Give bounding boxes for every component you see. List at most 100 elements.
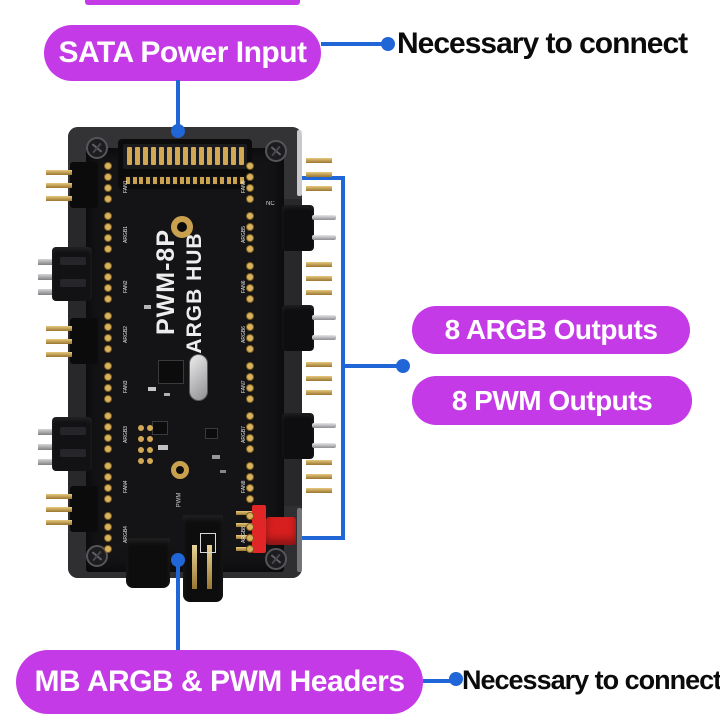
argb-pin-pad <box>104 412 112 420</box>
argb-pin-pad <box>246 434 254 442</box>
solder-dot <box>147 436 153 442</box>
sata-pin <box>231 147 236 165</box>
fan-header-small <box>70 162 98 208</box>
solder-dot <box>138 436 144 442</box>
fan-socket-large <box>282 413 314 459</box>
sata-pad <box>132 177 137 184</box>
cropped-label-strip <box>85 0 300 5</box>
screw <box>86 137 108 159</box>
argb-pin-pad <box>104 323 112 331</box>
silkscreen-port-label: ARGB1 <box>123 226 129 243</box>
header-pin <box>38 289 52 295</box>
header-pin <box>312 443 336 448</box>
sata-pin <box>127 147 132 165</box>
header-pin <box>46 352 72 357</box>
passive-component <box>148 387 156 391</box>
argb-pin-pad <box>104 495 112 503</box>
socket-slot <box>60 279 86 287</box>
screw <box>86 545 108 567</box>
leader-dot-bottom <box>449 672 463 686</box>
solder-dot <box>147 447 153 453</box>
silkscreen-port-label: ARGB8 <box>241 526 247 543</box>
header-pin <box>38 259 52 265</box>
argb-pin-pad <box>246 312 254 320</box>
silkscreen-port-label: ARGB7 <box>241 426 247 443</box>
argb-pin-pad <box>246 445 254 453</box>
argb-pin-pad <box>104 273 112 281</box>
argb-pin-pad <box>246 345 254 353</box>
sata-pad <box>219 177 224 184</box>
argb-pin-pad <box>246 334 254 342</box>
argb-pin-pad <box>246 284 254 292</box>
argb-pin-pad <box>104 345 112 353</box>
argb-pin-pad <box>104 312 112 320</box>
silkscreen-port-label: ARGB3 <box>123 426 129 443</box>
fan-socket-large <box>282 205 314 251</box>
sata-pad <box>146 177 151 184</box>
bracket-vertical <box>341 176 345 540</box>
sata-pin <box>199 147 204 165</box>
bracket-middle-horizontal <box>341 364 399 368</box>
header-pin <box>46 520 72 525</box>
leader-line-top-horizontal <box>321 42 383 46</box>
solder-dot <box>138 425 144 431</box>
argb-pin-pad <box>246 523 254 531</box>
argb-pin-pad <box>104 445 112 453</box>
sata-pin-slot <box>123 144 247 169</box>
silkscreen-port-label: FAN4 <box>123 480 129 493</box>
note-bottom: Necessary to connect <box>462 665 720 695</box>
argb-pin-pad <box>246 162 254 170</box>
argb-pin-pad <box>104 262 112 270</box>
argb-pin-pad <box>104 195 112 203</box>
argb-pin-pad <box>104 295 112 303</box>
screw <box>265 548 287 570</box>
argb-pin-pad <box>246 373 254 381</box>
header-pin <box>38 459 52 465</box>
callout-pwm-outputs-label: 8 PWM Outputs <box>451 384 653 416</box>
argb-pin-pad <box>246 423 254 431</box>
note-top: Necessary to connect <box>397 27 688 60</box>
argb-pin-pad <box>104 545 112 553</box>
sata-pad <box>226 177 231 184</box>
argb-pin-pad <box>246 484 254 492</box>
board-top-dot <box>171 124 185 138</box>
sata-pin <box>215 147 220 165</box>
solder-dot <box>147 425 153 431</box>
fan-socket-large <box>282 305 314 351</box>
argb-pin-pad <box>246 412 254 420</box>
passive-component <box>212 455 220 459</box>
sata-pad <box>139 177 144 184</box>
sata-pin <box>191 147 196 165</box>
argb-pin-pad <box>246 534 254 542</box>
header-pin <box>306 172 332 177</box>
plate-edge-highlight-bottom <box>297 508 302 572</box>
header-pin <box>312 235 336 240</box>
sata-pin <box>207 147 212 165</box>
argb-pin-pad <box>246 323 254 331</box>
header-pin <box>46 507 72 512</box>
argb-pin-pad <box>246 362 254 370</box>
sata-pad <box>152 177 157 184</box>
argb-pin-pad <box>104 523 112 531</box>
leader-dot-top <box>381 37 395 51</box>
passive-component <box>220 470 226 473</box>
leader-line-bottom-vertical <box>176 560 180 652</box>
argb-pin-pad <box>104 334 112 342</box>
silkscreen-port-label: FAN5 <box>241 180 247 193</box>
header-pin <box>46 196 72 201</box>
sata-pad <box>126 177 130 184</box>
silkscreen-port-label: FAN1 <box>123 180 129 193</box>
header-pin <box>207 545 212 589</box>
header-pin <box>306 376 332 381</box>
callout-sata-power-label: SATA Power Input <box>58 36 307 69</box>
mb-pwm-header-connector <box>183 515 223 602</box>
sata-pad <box>239 177 244 184</box>
argb-pin-pad <box>246 184 254 192</box>
fan-header-small <box>70 486 98 532</box>
solder-dot <box>138 458 144 464</box>
silkscreen-port-label: FAN6 <box>241 280 247 293</box>
argb-pin-pad <box>104 473 112 481</box>
sata-pad <box>193 177 197 184</box>
argb-pin-pad <box>246 212 254 220</box>
